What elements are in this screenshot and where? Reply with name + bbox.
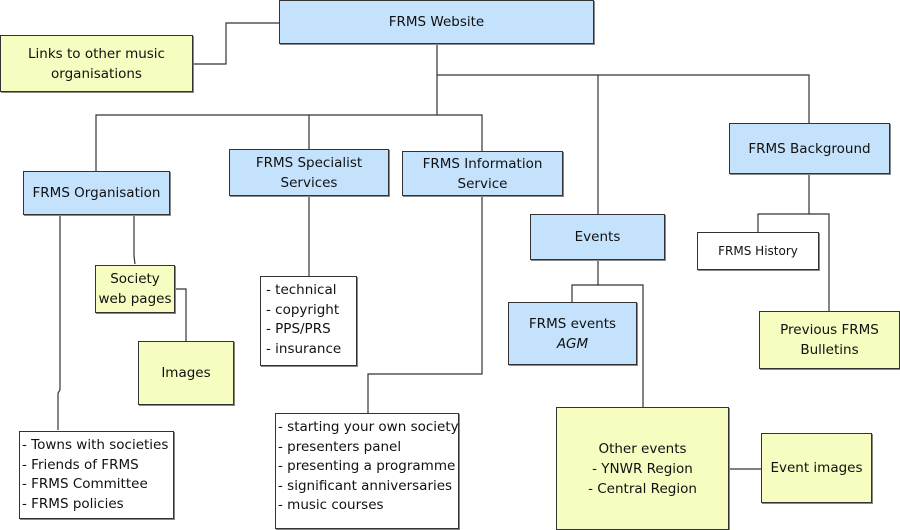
node-events: Events [530,214,665,260]
node-label: AGM [556,335,589,352]
list-item: - presenters panel [278,438,402,455]
node-label: FRMS Website [388,14,485,30]
connector-bg-bulletins [809,213,830,311]
connector-org-list [57,215,61,430]
node-frms-organisation: FRMS Organisation [23,171,170,215]
connector-society-images [174,288,187,341]
node-label: - YNWR Region [592,460,693,477]
node-previous-bulletins: Previous FRMS Bulletins [759,311,900,369]
node-frms-background: FRMS Background [729,123,890,174]
connector-org-society [133,215,136,265]
list-item: - music courses [278,497,384,514]
node-label: FRMS events [528,315,617,332]
list-item: - starting your own society [278,419,459,435]
list-item: - technical [266,282,337,298]
node-label: Event images [770,460,863,476]
list-item: - Friends of FRMS [22,456,139,473]
node-label: Images [161,365,211,381]
connector-events-down [571,260,599,302]
node-organisation-list: - Towns with societies - Friends of FRMS… [19,431,174,519]
list-item: - insurance [266,340,342,357]
list-item: - FRMS Committee [22,476,148,493]
node-label: Previous FRMS Bulletins [780,322,879,358]
node-information-list: - starting your own society - presenters… [275,413,459,529]
node-label: FRMS Organisation [32,185,161,201]
node-society-web-pages: Society web pages [95,265,175,313]
node-event-images: Event images [761,433,872,503]
list-item: - copyright [266,301,340,318]
connector-bg-history [757,174,810,232]
node-frms-specialist-services: FRMS Specialist Services [229,149,389,196]
connector-info-list [367,196,483,413]
node-frms-website: FRMS Website [279,0,594,44]
node-label: FRMS Specialist Services [255,154,363,191]
connector-left-bus [95,114,437,173]
node-label: Other events [598,440,687,457]
node-frms-history: FRMS History [697,232,819,270]
node-label: FRMS Background [748,140,871,157]
connector-root-links [192,22,279,65]
node-label: Society web pages [98,271,172,307]
connector-information [437,114,483,151]
node-label: FRMS Information Service [422,155,543,192]
node-other-events: Other events - YNWR Region - Central Reg… [556,407,729,530]
node-images: Images [138,341,234,405]
list-item: - FRMS policies [22,495,124,512]
node-links-other-music: Links to other music organisations [0,35,193,92]
node-label: Links to other music organisations [28,45,165,82]
connector-events-other [598,284,644,407]
node-label: Events [574,229,621,245]
node-label: FRMS History [718,244,798,258]
node-specialist-list: - technical - copyright - PPS/PRS - insu… [260,276,357,366]
node-label: - Central Region [588,480,697,497]
node-frms-events-agm: FRMS events AGM [508,302,637,365]
list-item: - presenting a programme [278,458,456,475]
list-item: - Towns with societies [22,437,169,453]
connector-right-bus [437,74,810,123]
list-item: - significant anniversaries [278,477,453,494]
node-frms-information-service: FRMS Information Service [402,151,563,196]
list-item: - PPS/PRS [266,321,331,338]
